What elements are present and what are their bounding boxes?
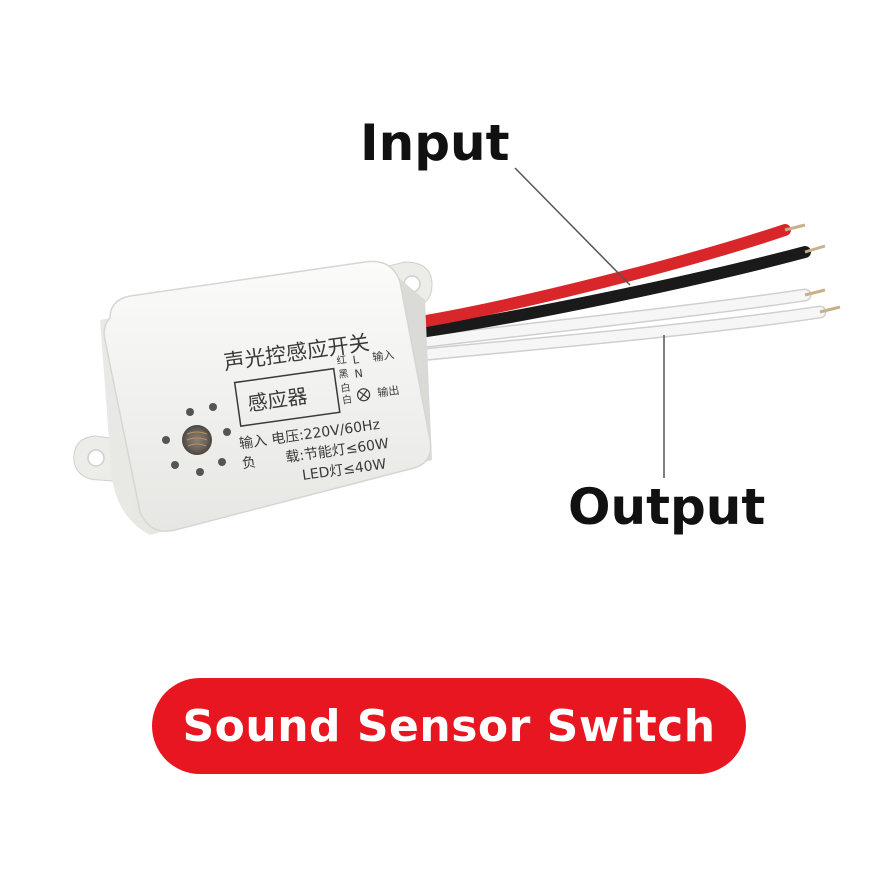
wire-white-mark-2: 白 bbox=[341, 392, 353, 406]
output-mark: 输出 bbox=[376, 383, 400, 400]
wire-bundle bbox=[413, 223, 841, 362]
title-badge: Sound Sensor Switch bbox=[152, 678, 746, 774]
terminal-l: L bbox=[352, 353, 361, 367]
input-callout: Input bbox=[360, 114, 510, 172]
housing-front bbox=[103, 260, 432, 532]
wire-white-mark-1: 白 bbox=[340, 381, 352, 395]
input-mark: 输入 bbox=[371, 347, 395, 364]
wire-black-mark: 黑 bbox=[338, 368, 350, 381]
terminal-n: N bbox=[354, 367, 364, 381]
title-text: Sound Sensor Switch bbox=[182, 700, 716, 752]
wire-black bbox=[414, 246, 811, 338]
spec-load-prefix: 负 bbox=[241, 454, 257, 472]
output-callout: Output bbox=[568, 478, 766, 536]
lamp-symbol-icon bbox=[357, 388, 371, 402]
wire-red-mark: 红 bbox=[336, 353, 348, 367]
input-leader-line bbox=[514, 167, 631, 286]
sensor-grille bbox=[162, 403, 231, 476]
light-sensor-lens bbox=[182, 425, 212, 455]
wire-red bbox=[414, 224, 791, 328]
sensor-box bbox=[233, 367, 341, 427]
